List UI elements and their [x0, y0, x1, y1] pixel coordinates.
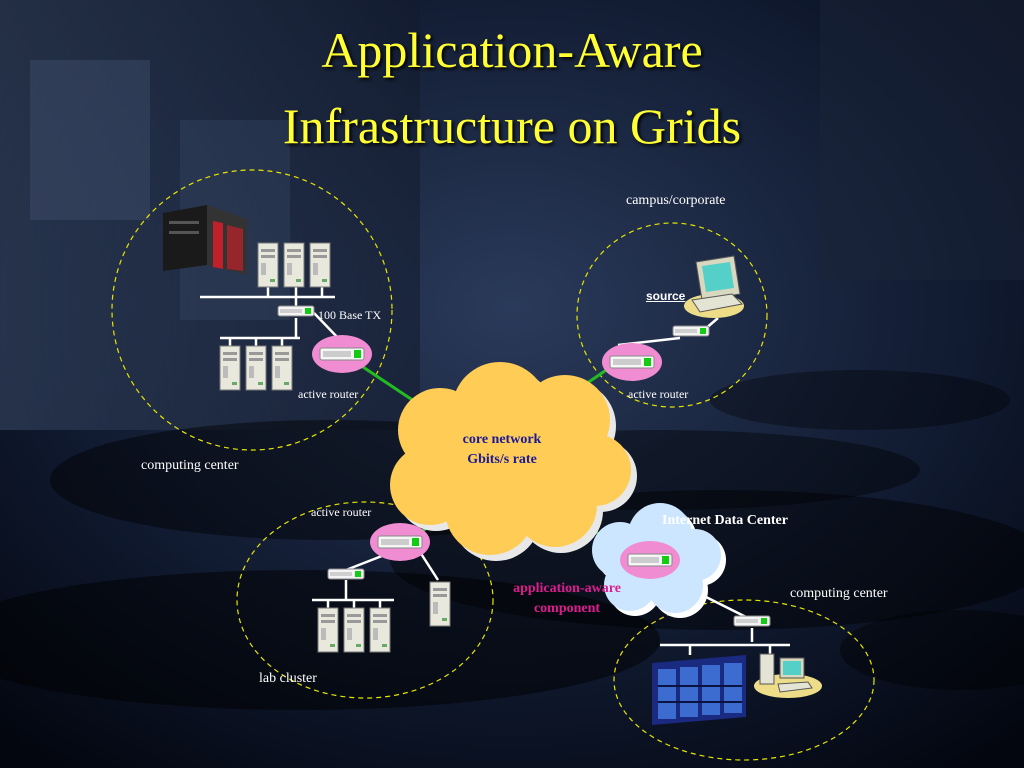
workstation-icon	[754, 653, 822, 698]
label-campus-corporate: campus/corporate	[626, 193, 726, 208]
router-icon	[369, 522, 431, 562]
label-100-base-tx: 100 Base TX	[318, 308, 382, 322]
server-icon	[317, 607, 391, 653]
label-component: component	[533, 601, 601, 616]
label-lab-cluster: lab cluster	[259, 671, 317, 686]
label-active-router-right: active router	[628, 387, 689, 401]
boundary-campus	[576, 222, 768, 408]
supercomputer-icon	[163, 205, 247, 275]
label-core-rate: Gbits/s rate	[467, 452, 537, 467]
cloud-icon	[390, 362, 637, 561]
boundary-computing-center-left	[111, 169, 393, 451]
workstation-icon	[684, 255, 744, 318]
title-line-1: Application-Aware	[321, 22, 703, 78]
label-computing-center-right: computing center	[790, 586, 888, 601]
boundary-lab-cluster	[236, 501, 494, 699]
label-active-router-left: active router	[298, 387, 359, 401]
server-icon	[257, 242, 331, 288]
label-core-network: core network	[462, 432, 542, 447]
hub-icon	[672, 325, 710, 337]
title-line-2: Infrastructure on Grids	[282, 98, 742, 154]
label-internet-data-center: Internet Data Center	[662, 513, 788, 528]
hub-icon	[277, 305, 315, 317]
router-icon	[601, 342, 663, 382]
boundary-computing-center-right	[613, 599, 875, 761]
server-icon	[219, 345, 293, 391]
hub-icon	[733, 615, 771, 627]
label-source: source	[646, 289, 686, 303]
label-active-router-bottom: active router	[311, 505, 372, 519]
hub-icon	[327, 568, 365, 580]
cloud-icon	[592, 503, 726, 618]
label-application-aware: application-aware	[513, 581, 621, 596]
label-computing-center-left: computing center	[141, 458, 239, 473]
router-icon	[311, 334, 373, 374]
storage-rack-icon	[652, 655, 746, 725]
server-icon	[429, 581, 451, 627]
